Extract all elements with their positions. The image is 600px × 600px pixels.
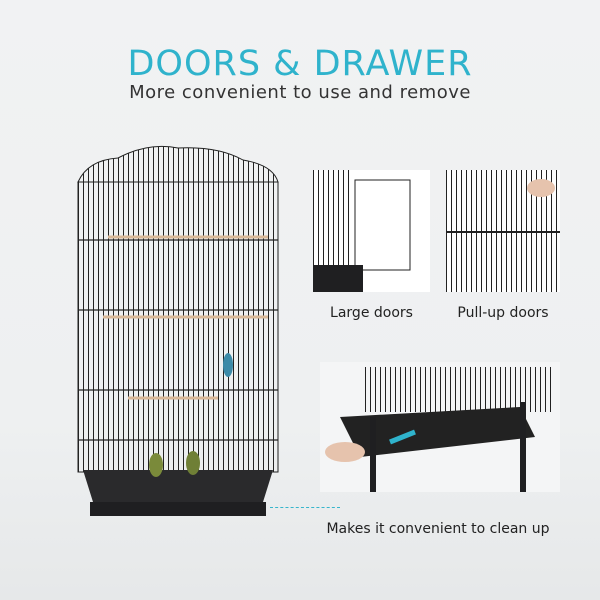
connector-line xyxy=(270,507,340,508)
large-doors-caption: Large doors xyxy=(330,305,413,321)
page-subtitle: More convenient to use and remove xyxy=(129,82,471,103)
large-doors-image xyxy=(313,170,430,292)
bird-cage-image xyxy=(77,145,279,516)
drawer-caption: Makes it convenient to clean up xyxy=(326,521,550,537)
page-title: DOORS & DRAWER xyxy=(127,44,473,84)
pull-up-doors-caption: Pull-up doors xyxy=(457,305,549,321)
pull-up-doors-image xyxy=(446,170,560,292)
drawer-image xyxy=(320,362,560,492)
